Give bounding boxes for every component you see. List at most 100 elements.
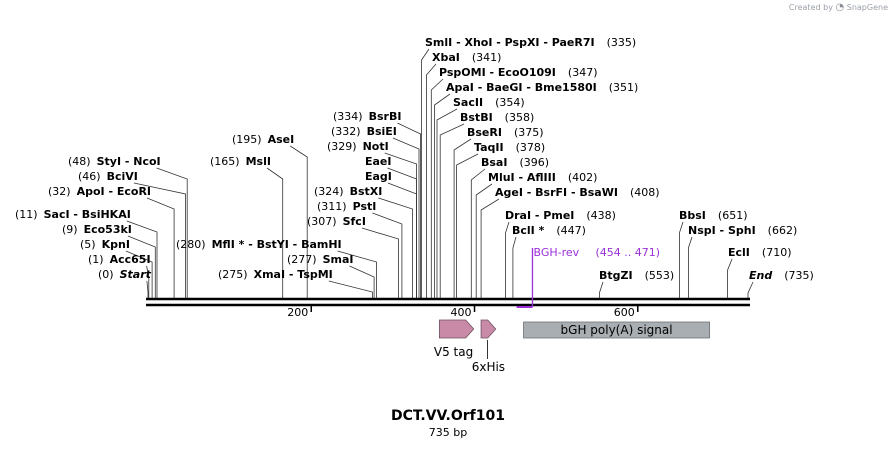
site-label-kpni[interactable]: KpnI — [102, 238, 130, 251]
site-line-ecli — [727, 258, 733, 298]
site-position-agei-bsrfi-bsawi: (408) — [630, 186, 660, 199]
feature-6xhis[interactable] — [480, 319, 497, 339]
site-label-apoi-ecori[interactable]: ApoI - EcoRI — [77, 185, 151, 198]
site-label-sacii[interactable]: SacII — [453, 96, 483, 109]
site-line-bbsi — [679, 221, 684, 298]
site-line-agei-bsrfi-bsawi — [480, 198, 500, 298]
site-label-bcivi[interactable]: BciVI — [107, 170, 138, 183]
created-by-text: Created by — [788, 3, 833, 12]
site-line-saci-bsihkai — [126, 220, 158, 298]
site-position-bsiei: (332) — [331, 125, 361, 138]
site-line-sacii — [436, 108, 458, 298]
map-length: 735 bp — [428, 426, 468, 439]
site-position-smli-xhoi-pspxi-paer7i: (335) — [607, 36, 637, 49]
site-label-pspomi-ecoo109i[interactable]: PspOMI - EcoO109I — [439, 66, 556, 79]
site-label-noti[interactable]: NotI — [363, 140, 389, 153]
site-line-pspomi-ecoo109i — [430, 78, 444, 298]
site-label-smli-xhoi-pspxi-paer7i[interactable]: SmlI - XhoI - PspXI - PaeR7I — [425, 36, 595, 49]
site-position-apoi-ecori: (32) — [48, 185, 71, 198]
site-position-bsai: (396) — [519, 156, 549, 169]
site-line-btgzi — [599, 281, 604, 298]
snapgene-logo-icon: ◔ — [835, 2, 845, 13]
site-position-msli: (165) — [210, 155, 240, 168]
site-label-psti[interactable]: PstI — [353, 200, 377, 213]
site-position-eco53ki: (9) — [62, 223, 78, 236]
primer-bgh-rev[interactable]: BGH-rev (454 .. 471) — [516, 246, 660, 308]
site-label-bsrbi[interactable]: BsrBI — [369, 110, 402, 123]
site-line-taqii — [456, 153, 479, 298]
site-position-xbai: (341) — [472, 51, 502, 64]
site-position-bstbi: (358) — [505, 111, 535, 124]
site-label-nspi-sphi[interactable]: NspI - SphI — [688, 224, 756, 237]
site-label-bseri[interactable]: BseRI — [467, 126, 502, 139]
site-label-eagi[interactable]: EagI — [365, 170, 392, 183]
feature-bgh-poly-a-signal[interactable] — [523, 321, 711, 339]
site-label-mlui-afliii[interactable]: MluI - AflIII — [488, 171, 556, 184]
site-label-acc65i[interactable]: Acc65I — [110, 253, 151, 266]
site-label-bsai[interactable]: BsaI — [481, 156, 507, 169]
site-label-bstbi[interactable]: BstBI — [460, 111, 493, 124]
site-line-bstbi — [439, 123, 465, 298]
feature-v5-tag[interactable] — [439, 319, 475, 339]
site-line-bsiei — [392, 137, 420, 298]
site-position-acc65i: (1) — [88, 253, 104, 266]
site-line-bstxi — [378, 197, 413, 298]
site-label-eaei[interactable]: EaeI — [365, 155, 392, 168]
site-label-asei[interactable]: AseI — [268, 133, 295, 146]
feature-label-6xhis: 6xHis — [472, 360, 505, 374]
site-label-bsiei[interactable]: BsiEI — [367, 125, 397, 138]
site-label-smai[interactable]: SmaI — [323, 253, 354, 266]
site-label-start[interactable]: Start — [120, 268, 152, 281]
site-position-nspi-sphi: (662) — [768, 224, 798, 237]
site-label-xbai[interactable]: XbaI — [432, 51, 460, 64]
dna-backbone — [146, 297, 750, 307]
site-position-xmai-tspmi: (275) — [218, 268, 248, 281]
site-line-sfci — [361, 227, 399, 298]
site-label-drai-pmei[interactable]: DraI - PmeI — [505, 209, 574, 222]
site-label-msli[interactable]: MslI — [246, 155, 271, 168]
site-position-start: (0) — [98, 268, 114, 281]
site-label-agei-bsrfi-bsawi[interactable]: AgeI - BsrFI - BsaWI — [495, 186, 618, 199]
primer-name[interactable]: BGH-rev — [533, 246, 579, 259]
site-position-bcivi: (46) — [78, 170, 101, 183]
map-title: DCT.VV.Orf101 — [391, 408, 505, 424]
site-label-end[interactable]: End — [749, 269, 772, 282]
site-position-asei: (195) — [232, 133, 262, 146]
site-label-sfci[interactable]: SfcI — [343, 215, 366, 228]
feature-label-bgh-poly-a-signal: bGH poly(A) signal — [561, 323, 673, 337]
site-line-smai — [349, 265, 375, 298]
site-line-mfli-bstyi-bamhi — [337, 250, 377, 298]
site-line-nspi-sphi — [688, 236, 693, 298]
site-label-mfli-bstyi-bamhi[interactable]: MflI * - BstYI - BamHI — [212, 238, 342, 251]
site-position-sacii: (354) — [495, 96, 525, 109]
site-label-apai-baegi-bme1580i[interactable]: ApaI - BaeGI - Bme1580I — [446, 81, 597, 94]
site-line-eco53ki — [127, 235, 156, 298]
site-label-bbsi[interactable]: BbsI — [679, 209, 706, 222]
primer-range: (454 .. 471) — [595, 246, 660, 259]
site-line-apai-baegi-bme1580i — [434, 93, 451, 298]
site-label-btgzi[interactable]: BtgZI — [599, 269, 633, 282]
site-line-bseri — [453, 138, 472, 298]
site-position-btgzi: (553) — [645, 269, 675, 282]
site-label-xmai-tspmi[interactable]: XmaI - TspMI — [254, 268, 333, 281]
site-line-apoi-ecori — [146, 197, 175, 298]
site-label-saci-bsihkai[interactable]: SacI - BsiHKAI — [44, 208, 131, 221]
site-label-bstxi[interactable]: BstXI — [350, 185, 383, 198]
site-line-acc65i — [146, 265, 150, 298]
feature-label-v5-tag: V5 tag — [434, 345, 473, 359]
site-line-bcivi — [133, 182, 186, 298]
tick-label-200: 200 — [287, 306, 308, 319]
site-label-eco53ki[interactable]: Eco53kI — [84, 223, 132, 236]
site-line-xbai — [426, 63, 437, 298]
site-label-ecli[interactable]: EclI — [728, 246, 750, 259]
site-line-bcli — [512, 236, 517, 298]
site-label-taqii[interactable]: TaqII — [474, 141, 504, 154]
site-label-bcli[interactable]: BclI * — [512, 224, 545, 237]
site-line-kpni — [125, 250, 153, 298]
site-label-styi-ncoi[interactable]: StyI - NcoI — [97, 155, 161, 168]
site-position-end: (735) — [784, 269, 814, 282]
site-line-xmai-tspmi — [328, 280, 373, 298]
snapgene-branding: Created by ◔ SnapGene — [789, 2, 888, 13]
